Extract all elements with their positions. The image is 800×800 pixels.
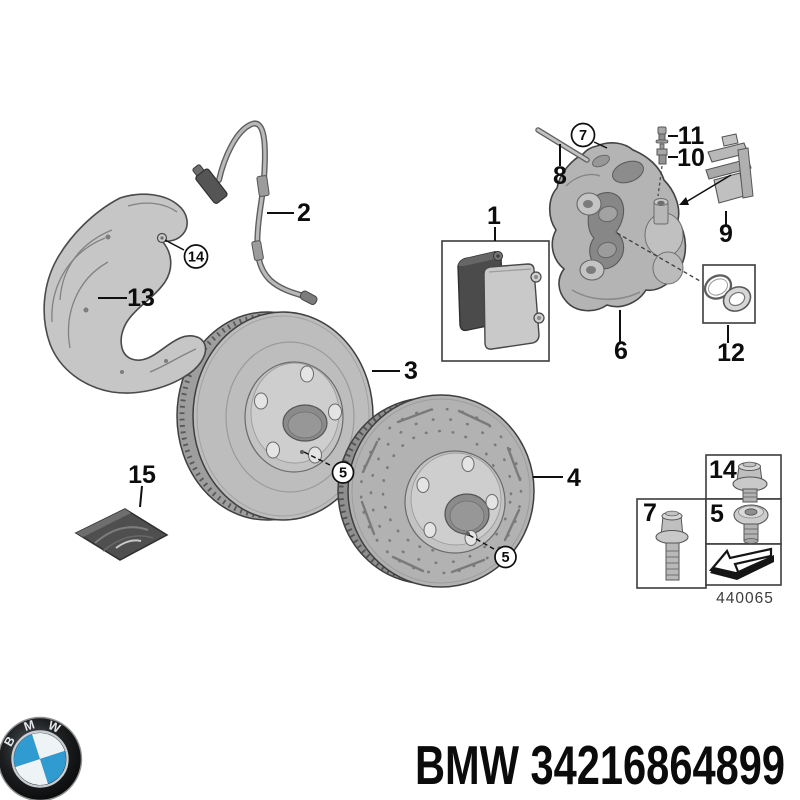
dust-cap-11 [655, 126, 669, 144]
seal-kit-12 [616, 232, 756, 324]
svg-text:14: 14 [188, 250, 204, 266]
circled-callout-5-disc3: 5 [303, 451, 355, 484]
callouts: 1 2 3 4 6 8 9 10 11 12 13 15 14 7 [98, 122, 745, 569]
callout-10: 10 [677, 144, 705, 172]
callout-12: 12 [717, 339, 745, 367]
adhesive-packet-15 [74, 508, 169, 561]
caliper-bridge-opening [612, 160, 644, 184]
piston-seal-ring [722, 286, 752, 312]
wheel-bolt-icon [732, 461, 768, 503]
install-direction-arrow-icon [708, 547, 774, 580]
seal-kit-leader [616, 232, 701, 282]
cable-ferrule-upper [256, 175, 270, 197]
cable-ferrule-lower [251, 240, 264, 261]
callout-4: 4 [567, 464, 581, 492]
shield-bolt-14 [156, 232, 168, 244]
callout-1: 1 [487, 202, 501, 230]
legend-label-5: 5 [710, 500, 724, 528]
shield-ridges [51, 202, 197, 373]
brake-disc-3 [176, 311, 374, 521]
part-number-text: BMW 34216864899 [415, 734, 785, 796]
guide-pin-8 [535, 127, 590, 163]
bmw-roundel-logo: B M W [0, 716, 83, 800]
logo-letter-m: M [22, 717, 36, 734]
set-screw-icon [733, 504, 769, 544]
bleeder-install-axis [657, 165, 663, 197]
diagram-code: 440065 [716, 590, 774, 607]
caliper-housing-boss-lower [652, 251, 684, 285]
roundel-inner-rim [11, 730, 69, 788]
callout-8: 8 [553, 162, 567, 190]
brake-caliper-6 [548, 141, 687, 312]
callout-11: 11 [678, 122, 705, 150]
arrowhead [679, 197, 689, 205]
svg-text:7: 7 [579, 128, 587, 144]
packet-body [74, 508, 169, 561]
caliper-bolt-icon [655, 510, 689, 581]
circled-callout-7: 7 [570, 122, 608, 149]
callout-2: 2 [297, 199, 311, 227]
disc3-bolt-holes [254, 365, 342, 464]
caliper-piston-upper [598, 205, 618, 223]
caliper-bleeder-port [653, 198, 669, 225]
circled-callout-14: 14 [164, 239, 209, 269]
hardware-legend: 14 7 5 [636, 454, 782, 607]
callout-15: 15 [128, 461, 156, 489]
legend-label-7: 7 [643, 499, 657, 527]
spring-position-arrow [685, 174, 732, 203]
disc4-bolt-holes [416, 456, 499, 546]
logo-letter-w: W [46, 718, 63, 736]
svg-text:5: 5 [501, 550, 509, 566]
shield-body [43, 193, 207, 394]
bleeder-valve-10 [656, 143, 668, 197]
circled-callout-5-disc4: 5 [468, 534, 517, 569]
sensor-tip [299, 290, 318, 306]
retaining-spring-9 [679, 133, 754, 205]
callout-13: 13 [127, 284, 155, 312]
brake-pads-1 [441, 240, 550, 362]
callout-9: 9 [719, 220, 733, 248]
roundel-quadrants [14, 733, 66, 785]
disc4-slots [360, 408, 522, 574]
wear-sensor-2 [192, 120, 318, 306]
caliper-mount-lugs [576, 192, 605, 281]
svg-text:5: 5 [339, 466, 347, 482]
legend-label-14: 14 [709, 456, 737, 484]
dust-boot-ring [703, 274, 733, 300]
callout-6: 6 [614, 337, 628, 365]
caliper-piston-lower [597, 241, 617, 259]
sensor-connector [192, 164, 228, 204]
dust-shield-13 [43, 193, 207, 394]
callout-3: 3 [404, 357, 418, 385]
brake-pad-outer [483, 263, 545, 350]
footer: B M W BMW 34216864899 [0, 716, 785, 800]
